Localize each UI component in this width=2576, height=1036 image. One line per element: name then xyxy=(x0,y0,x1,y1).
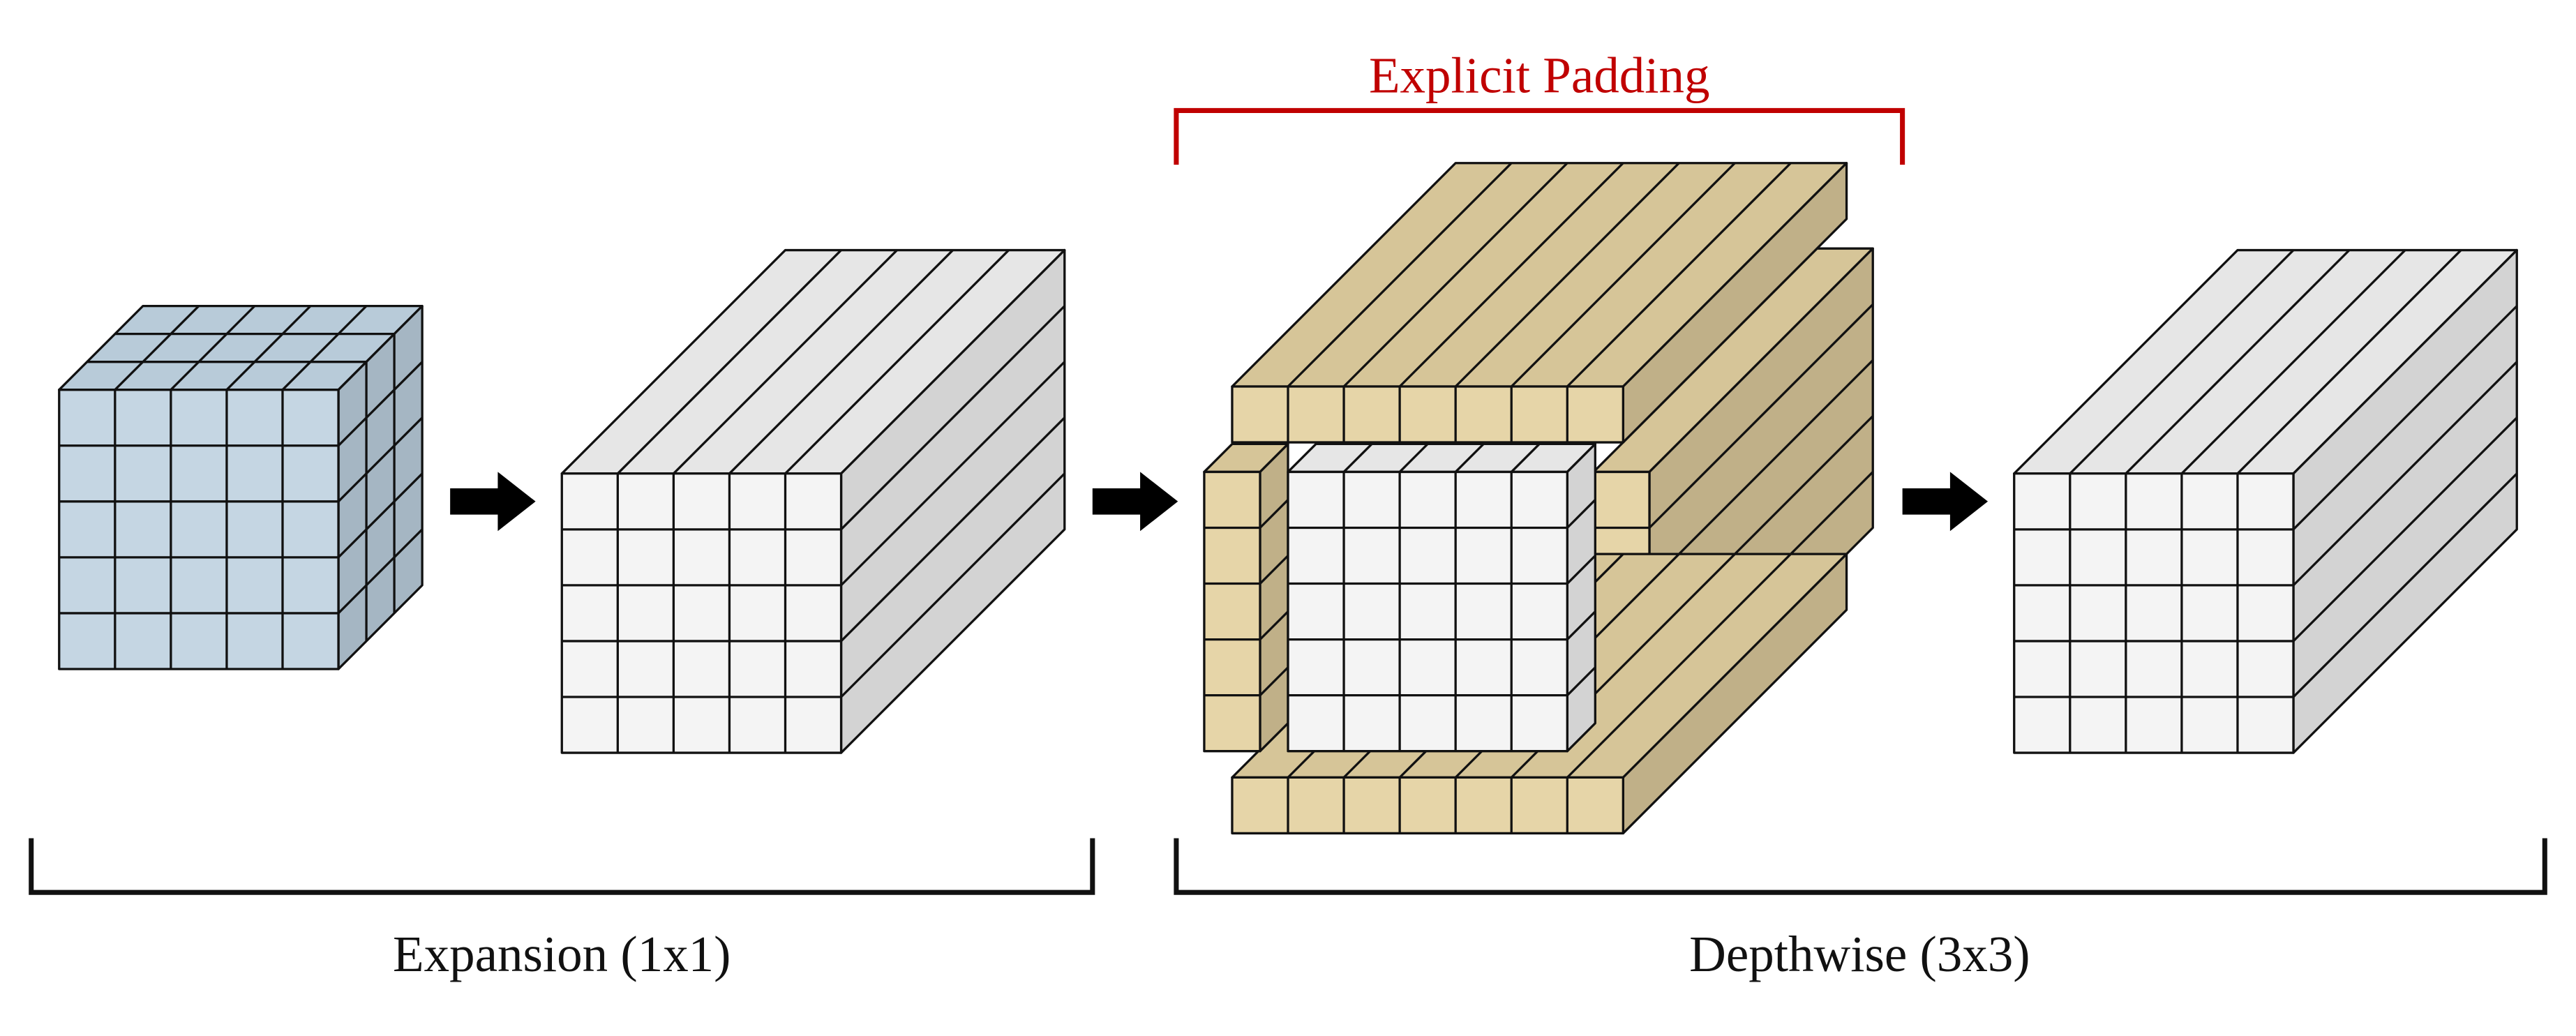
right-arrow-icon xyxy=(450,472,536,532)
expanded-tensor-top-depth-line xyxy=(673,249,898,474)
expanded-tensor-top-depth-line xyxy=(728,249,954,474)
expanded-tensor-top-depth-line xyxy=(784,249,1010,474)
expanded-tensor-top-depth-line xyxy=(617,249,842,474)
output-tensor-side-depth-line xyxy=(2292,472,2518,698)
expanded-tensor xyxy=(560,248,1066,754)
inner-tensor-front-face xyxy=(1287,470,1568,753)
output-tensor-top-depth-line xyxy=(2236,249,2462,474)
pad-left-slab-side-depth-line xyxy=(1259,610,1289,640)
expanded-tensor-front-face xyxy=(560,472,843,754)
inner-tensor-top-depth-line xyxy=(1398,443,1429,473)
input-tensor-side-depth-line xyxy=(337,361,424,446)
input-tensor-front-face xyxy=(58,389,340,670)
inner-tensor-side-face xyxy=(1566,442,1596,753)
inner-tensor-side-depth-line xyxy=(1566,666,1596,696)
inner-tensor-top-face xyxy=(1287,442,1596,474)
pad-top-slab-top-depth-line xyxy=(1287,162,1513,388)
expanded-tensor-side-depth-line xyxy=(840,305,1065,531)
arrows-layer xyxy=(450,472,1989,532)
output-tensor-top-depth-line xyxy=(2125,249,2351,474)
pad-left-slab-side-depth-line xyxy=(1259,499,1289,529)
pad-top-slab-top-depth-line xyxy=(1566,162,1792,388)
padded-tensor xyxy=(1203,162,1874,835)
inner-tensor-top-depth-line xyxy=(1511,443,1541,473)
pad-top-slab-front-face xyxy=(1231,385,1624,444)
output-tensor-side-depth-line xyxy=(2292,361,2518,587)
explicit-padding-bracket xyxy=(1174,107,1905,165)
explicit-padding-label: Explicit Padding xyxy=(1369,47,1710,104)
pad-top-slab-top-depth-line xyxy=(1342,162,1568,388)
expansion-bracket xyxy=(29,838,1095,895)
cubes-layer xyxy=(58,162,2518,835)
pad-left-slab xyxy=(1203,442,1289,753)
depthwise-label: Depthwise (3x3) xyxy=(1689,926,2030,982)
input-tensor-top-depth-line xyxy=(170,305,256,391)
output-tensor-top-depth-line xyxy=(2180,249,2406,474)
inner-tensor-top-depth-line xyxy=(1455,443,1485,473)
expanded-tensor-side-depth-line xyxy=(840,361,1065,587)
pad-right-slab-side-depth-line xyxy=(1648,359,1874,585)
pad-bottom-slab-front-face xyxy=(1231,776,1624,835)
output-tensor-top-depth-line xyxy=(2069,249,2295,474)
pad-left-slab-side-depth-line xyxy=(1259,555,1289,585)
right-arrow-icon xyxy=(1902,472,1989,532)
expanded-tensor-side-depth-line xyxy=(840,472,1065,698)
output-tensor-side-depth-line xyxy=(2292,416,2518,643)
pad-top-slab xyxy=(1231,162,1848,444)
input-tensor-top-depth-line xyxy=(225,305,312,391)
expanded-tensor-side-depth-line xyxy=(840,416,1065,643)
pad-top-slab-top-depth-line xyxy=(1398,162,1624,388)
depthwise-bracket xyxy=(1174,838,2547,895)
expansion-label: Expansion (1x1) xyxy=(393,926,731,982)
pad-left-slab-side-face xyxy=(1259,442,1289,753)
output-tensor-side-depth-line xyxy=(2292,305,2518,531)
input-tensor-top-depth-line xyxy=(281,305,368,391)
pad-top-slab-top-depth-line xyxy=(1511,162,1736,388)
pad-left-slab-front-face xyxy=(1203,470,1261,753)
inner-tensor xyxy=(1287,442,1596,753)
input-tensor xyxy=(58,304,424,670)
pad-right-slab-side-depth-line xyxy=(1648,303,1874,529)
pad-left-slab-side-depth-line xyxy=(1259,666,1289,696)
inner-tensor-side-depth-line xyxy=(1566,555,1596,585)
output-tensor xyxy=(2013,248,2518,754)
pad-bottom-slab-top-depth-line xyxy=(1566,553,1792,779)
inner-tensor-side-depth-line xyxy=(1566,610,1596,640)
input-tensor-side-depth-line xyxy=(337,416,424,502)
right-arrow-icon xyxy=(1092,472,1178,532)
inner-tensor-top-depth-line xyxy=(1342,443,1373,473)
input-tensor-side-depth-line xyxy=(337,528,424,615)
input-tensor-top-depth-line xyxy=(114,305,200,391)
pad-top-slab-top-depth-line xyxy=(1455,162,1680,388)
input-tensor-side-depth-line xyxy=(337,472,424,559)
inner-tensor-side-depth-line xyxy=(1566,499,1596,529)
output-tensor-front-face xyxy=(2013,472,2295,754)
